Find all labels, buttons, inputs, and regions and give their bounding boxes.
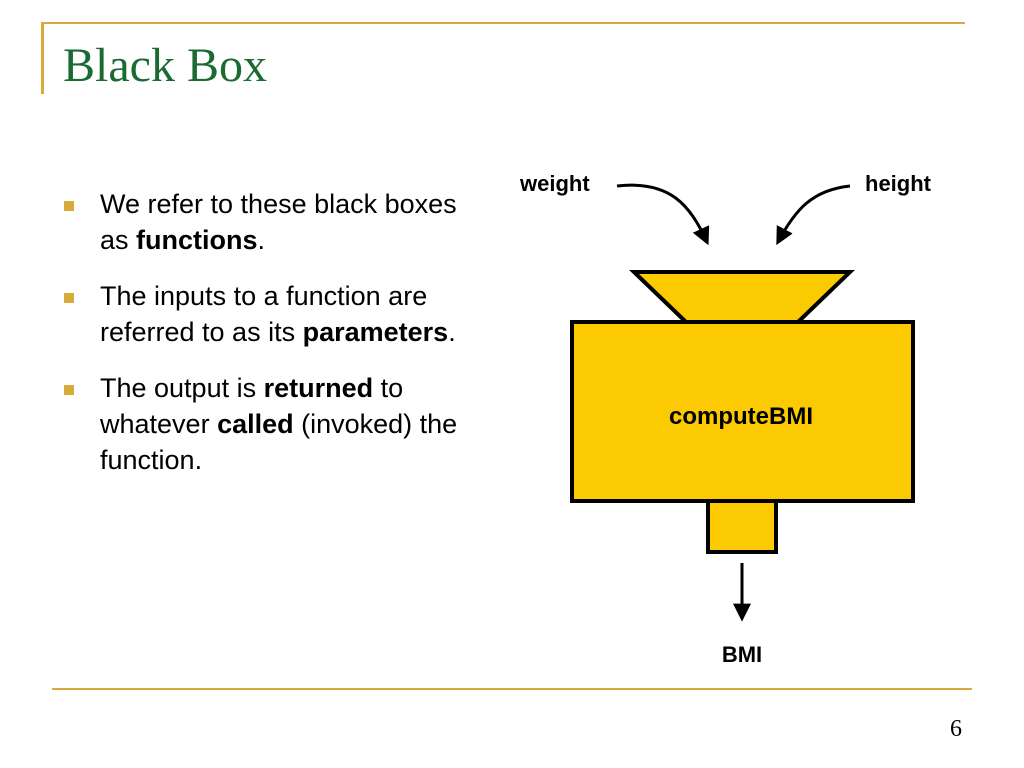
bullet-item: The output is returned to whatever calle… — [62, 370, 492, 478]
bullet-marker-icon — [64, 293, 74, 303]
function-name-label: computeBMI — [669, 403, 813, 430]
bullet-marker-icon — [64, 201, 74, 211]
footer-divider — [52, 688, 972, 690]
funnel-shape — [629, 270, 855, 326]
bullet-keyword: called — [217, 409, 294, 439]
bullet-list: We refer to these black boxes as functio… — [62, 186, 492, 498]
bullet-text: . — [448, 317, 456, 347]
bullet-text: . — [257, 225, 266, 255]
page-number: 6 — [950, 716, 962, 742]
bullet-text: to whatever — [100, 373, 404, 439]
bullet-text: The output is — [100, 373, 264, 403]
bullet-keyword: returned — [263, 373, 374, 403]
bullet-item: We refer to these black boxes as functio… — [62, 186, 492, 258]
output-label: BMI — [722, 642, 762, 667]
weight-arrow-icon — [616, 183, 710, 246]
bullet-text: We refer to these black boxes as — [100, 189, 457, 255]
function-diagram: weight height computeBMI BMI — [519, 171, 932, 667]
slide-title: Black Box — [63, 39, 267, 92]
bullet-item: The inputs to a function are referred to… — [62, 278, 492, 350]
title-frame-top — [41, 22, 965, 24]
function-box — [570, 320, 915, 503]
bullet-keyword: parameters — [302, 317, 449, 347]
height-arrow-icon — [776, 184, 851, 246]
bullet-keyword: functions — [136, 225, 258, 255]
input-label-weight: weight — [519, 171, 590, 196]
title-frame-vertical — [41, 22, 44, 94]
bullet-marker-icon — [64, 385, 74, 395]
bullet-text: (invoked) the function. — [100, 409, 458, 475]
bullet-text: The inputs to a function are referred to… — [100, 281, 428, 347]
output-spout — [706, 499, 778, 554]
input-label-height: height — [865, 171, 932, 196]
